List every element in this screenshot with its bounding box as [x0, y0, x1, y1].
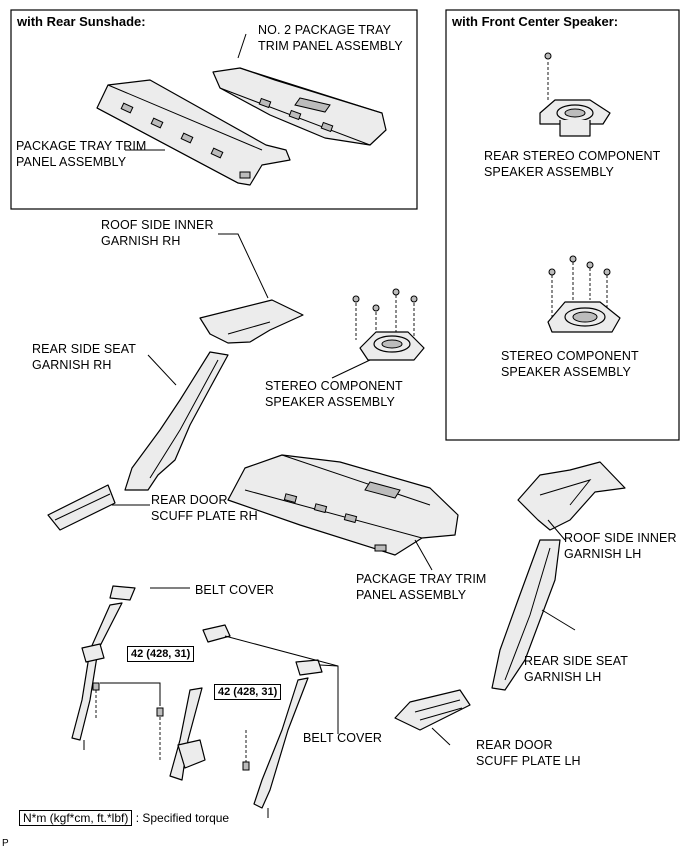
- label-belt-cover-top: BELT COVER: [195, 583, 275, 597]
- no2-package-tray-part: [212, 67, 387, 146]
- leader-roof-side-lh: [547, 519, 566, 541]
- rear-door-scuff-rh-part: [47, 484, 116, 531]
- legend-unit-box: N*m (kgf*cm, ft.*lbf): [19, 810, 133, 826]
- roof-side-garnish-lh-part: [517, 461, 626, 531]
- torque-spec-right: 42 (428, 31): [214, 684, 282, 700]
- leader-package-tray-bottom: [414, 539, 433, 571]
- front-center-speaker-frame: [445, 9, 680, 441]
- leader-roof-side-rh: [218, 233, 269, 299]
- rear-door-scuff-lh-part: [394, 689, 471, 731]
- leader-no2-tray: [237, 33, 247, 59]
- rear-side-seat-garnish-lh-part: [491, 539, 561, 691]
- package-tray-bottom-part: [227, 454, 459, 556]
- leader-scuff-lh: [431, 727, 451, 746]
- torque-legend: N*m (kgf*cm, ft.*lbf) : Specified torque: [19, 810, 229, 826]
- stereo-speaker-right-part: [547, 255, 621, 333]
- front-center-speaker-header: with Front Center Speaker:: [452, 14, 619, 29]
- leader-seat-garnish-rh: [147, 354, 177, 386]
- rear-sunshade-frame: [10, 9, 418, 210]
- torque-spec-left: 42 (428, 31): [127, 646, 195, 662]
- corner-mark: P: [2, 838, 9, 849]
- stereo-speaker-center-part: [352, 288, 425, 361]
- rear-seat-belt-right-part: [202, 624, 339, 809]
- label-belt-cover-bottom: BELT COVER: [303, 731, 383, 745]
- rear-sunshade-header: with Rear Sunshade:: [17, 14, 146, 29]
- rear-side-seat-garnish-rh-part: [124, 351, 229, 491]
- package-tray-top-part: [96, 79, 291, 186]
- rear-stereo-speaker-part: [539, 52, 611, 137]
- leader-speaker-center: [331, 359, 371, 379]
- legend-text: : Specified torque: [135, 811, 230, 825]
- roof-side-garnish-rh-part: [199, 299, 304, 344]
- leader-seat-garnish-lh: [541, 609, 576, 631]
- rear-seat-belt-left-part: [71, 585, 206, 781]
